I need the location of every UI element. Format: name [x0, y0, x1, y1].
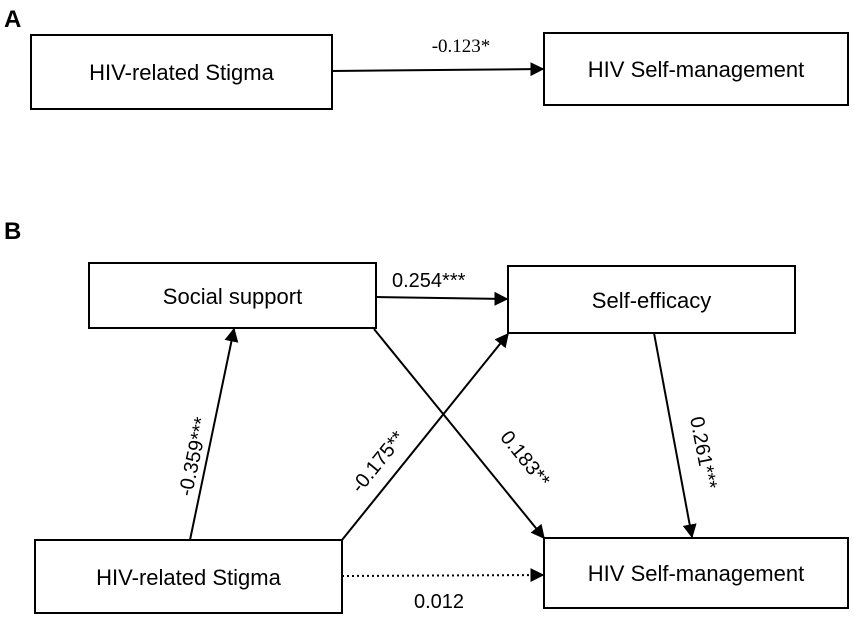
stigma-box: HIV-related Stigma	[34, 539, 343, 614]
social-support-box: Social support	[88, 262, 377, 329]
self-efficacy-label: Self-efficacy	[592, 288, 711, 313]
social-support-label: Social support	[163, 284, 302, 309]
panel-a-predictor-label: HIV-related Stigma	[89, 60, 274, 85]
self-efficacy-box: Self-efficacy	[507, 265, 796, 334]
coef-social-support-to-self-management: 0.183**	[495, 427, 554, 492]
coef-stigma-to-self-management: 0.012	[414, 591, 464, 613]
panel-b-label: B	[4, 218, 21, 245]
arrow-social-support-to-self-efficacy	[375, 291, 509, 306]
self-management-box: HIV Self-management	[543, 537, 849, 609]
panel-a-outcome-label: HIV Self-management	[588, 57, 804, 82]
stigma-label: HIV-related Stigma	[96, 565, 281, 590]
panel-a-label: A	[4, 6, 21, 33]
arrow-stigma-to-self-efficacy	[341, 332, 509, 541]
self-management-label: HIV Self-management	[588, 561, 804, 586]
arrow-self-efficacy-to-self-management	[653, 332, 697, 539]
coef-stigma-to-self-efficacy: -0.175**	[347, 427, 410, 497]
arrow-stigma-to-social-support	[189, 327, 239, 541]
coef-self-efficacy-to-self-management: 0.261***	[685, 415, 721, 491]
panel-a-direct-arrow	[331, 62, 545, 77]
panel-a-predictor-box: HIV-related Stigma	[30, 34, 333, 110]
panel-a-direct-coefficient: -0.123*	[432, 36, 491, 57]
arrow-social-support-to-self-management	[373, 328, 545, 540]
panel-a-outcome-box: HIV Self-management	[543, 32, 849, 106]
coef-social-support-to-self-efficacy: 0.254***	[392, 270, 466, 292]
arrow-stigma-to-self-management	[341, 568, 545, 583]
